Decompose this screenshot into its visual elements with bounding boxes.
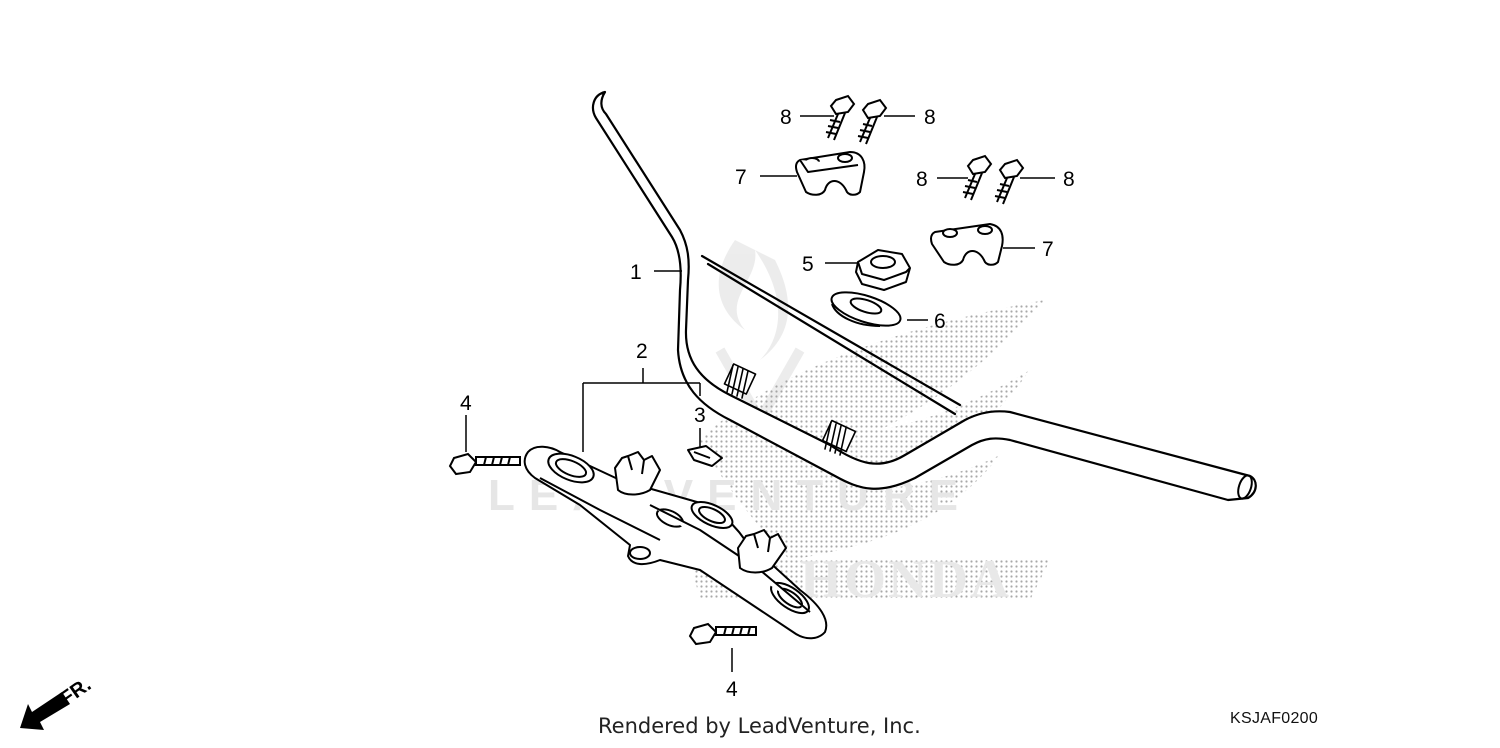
arrow-icon [20,692,70,730]
handlebar-upper-holder-left [795,151,866,196]
callout-8-c: 8 [916,168,928,191]
washer [830,291,902,327]
bolt-8-c [962,154,993,201]
callout-4-left: 4 [460,392,472,415]
callout-8-d: 8 [1063,168,1075,191]
callout-4-bottom: 4 [726,678,738,701]
handlebar-upper-holder-right [930,223,1004,266]
honda-wordmark-watermark: HONDA [800,549,1011,609]
callout-7-right: 7 [1042,238,1054,261]
leader-lines [465,115,1055,672]
front-direction-arrow: FR. [20,674,95,730]
callout-1: 1 [630,261,642,284]
handlebar [591,90,1257,502]
diagram-code: KSJAF0200 [1230,710,1319,727]
callout-3: 3 [694,404,706,427]
handlebar-lower-holder [523,445,828,640]
callout-5: 5 [802,253,814,276]
callout-7-left: 7 [735,166,747,189]
callout-6: 6 [934,310,946,333]
rubber-pad [687,445,723,467]
bolt-4-right [688,622,757,646]
bolt-8-b [857,98,888,145]
callout-8-a: 8 [780,106,792,129]
bolt-8-d [994,158,1025,205]
bolt-8-a [825,94,856,141]
callout-2: 2 [636,340,648,363]
render-credit: Rendered by LeadVenture, Inc. [598,714,921,738]
nut [855,249,911,291]
bolt-4-left [448,452,521,476]
callout-8-b: 8 [924,106,936,129]
